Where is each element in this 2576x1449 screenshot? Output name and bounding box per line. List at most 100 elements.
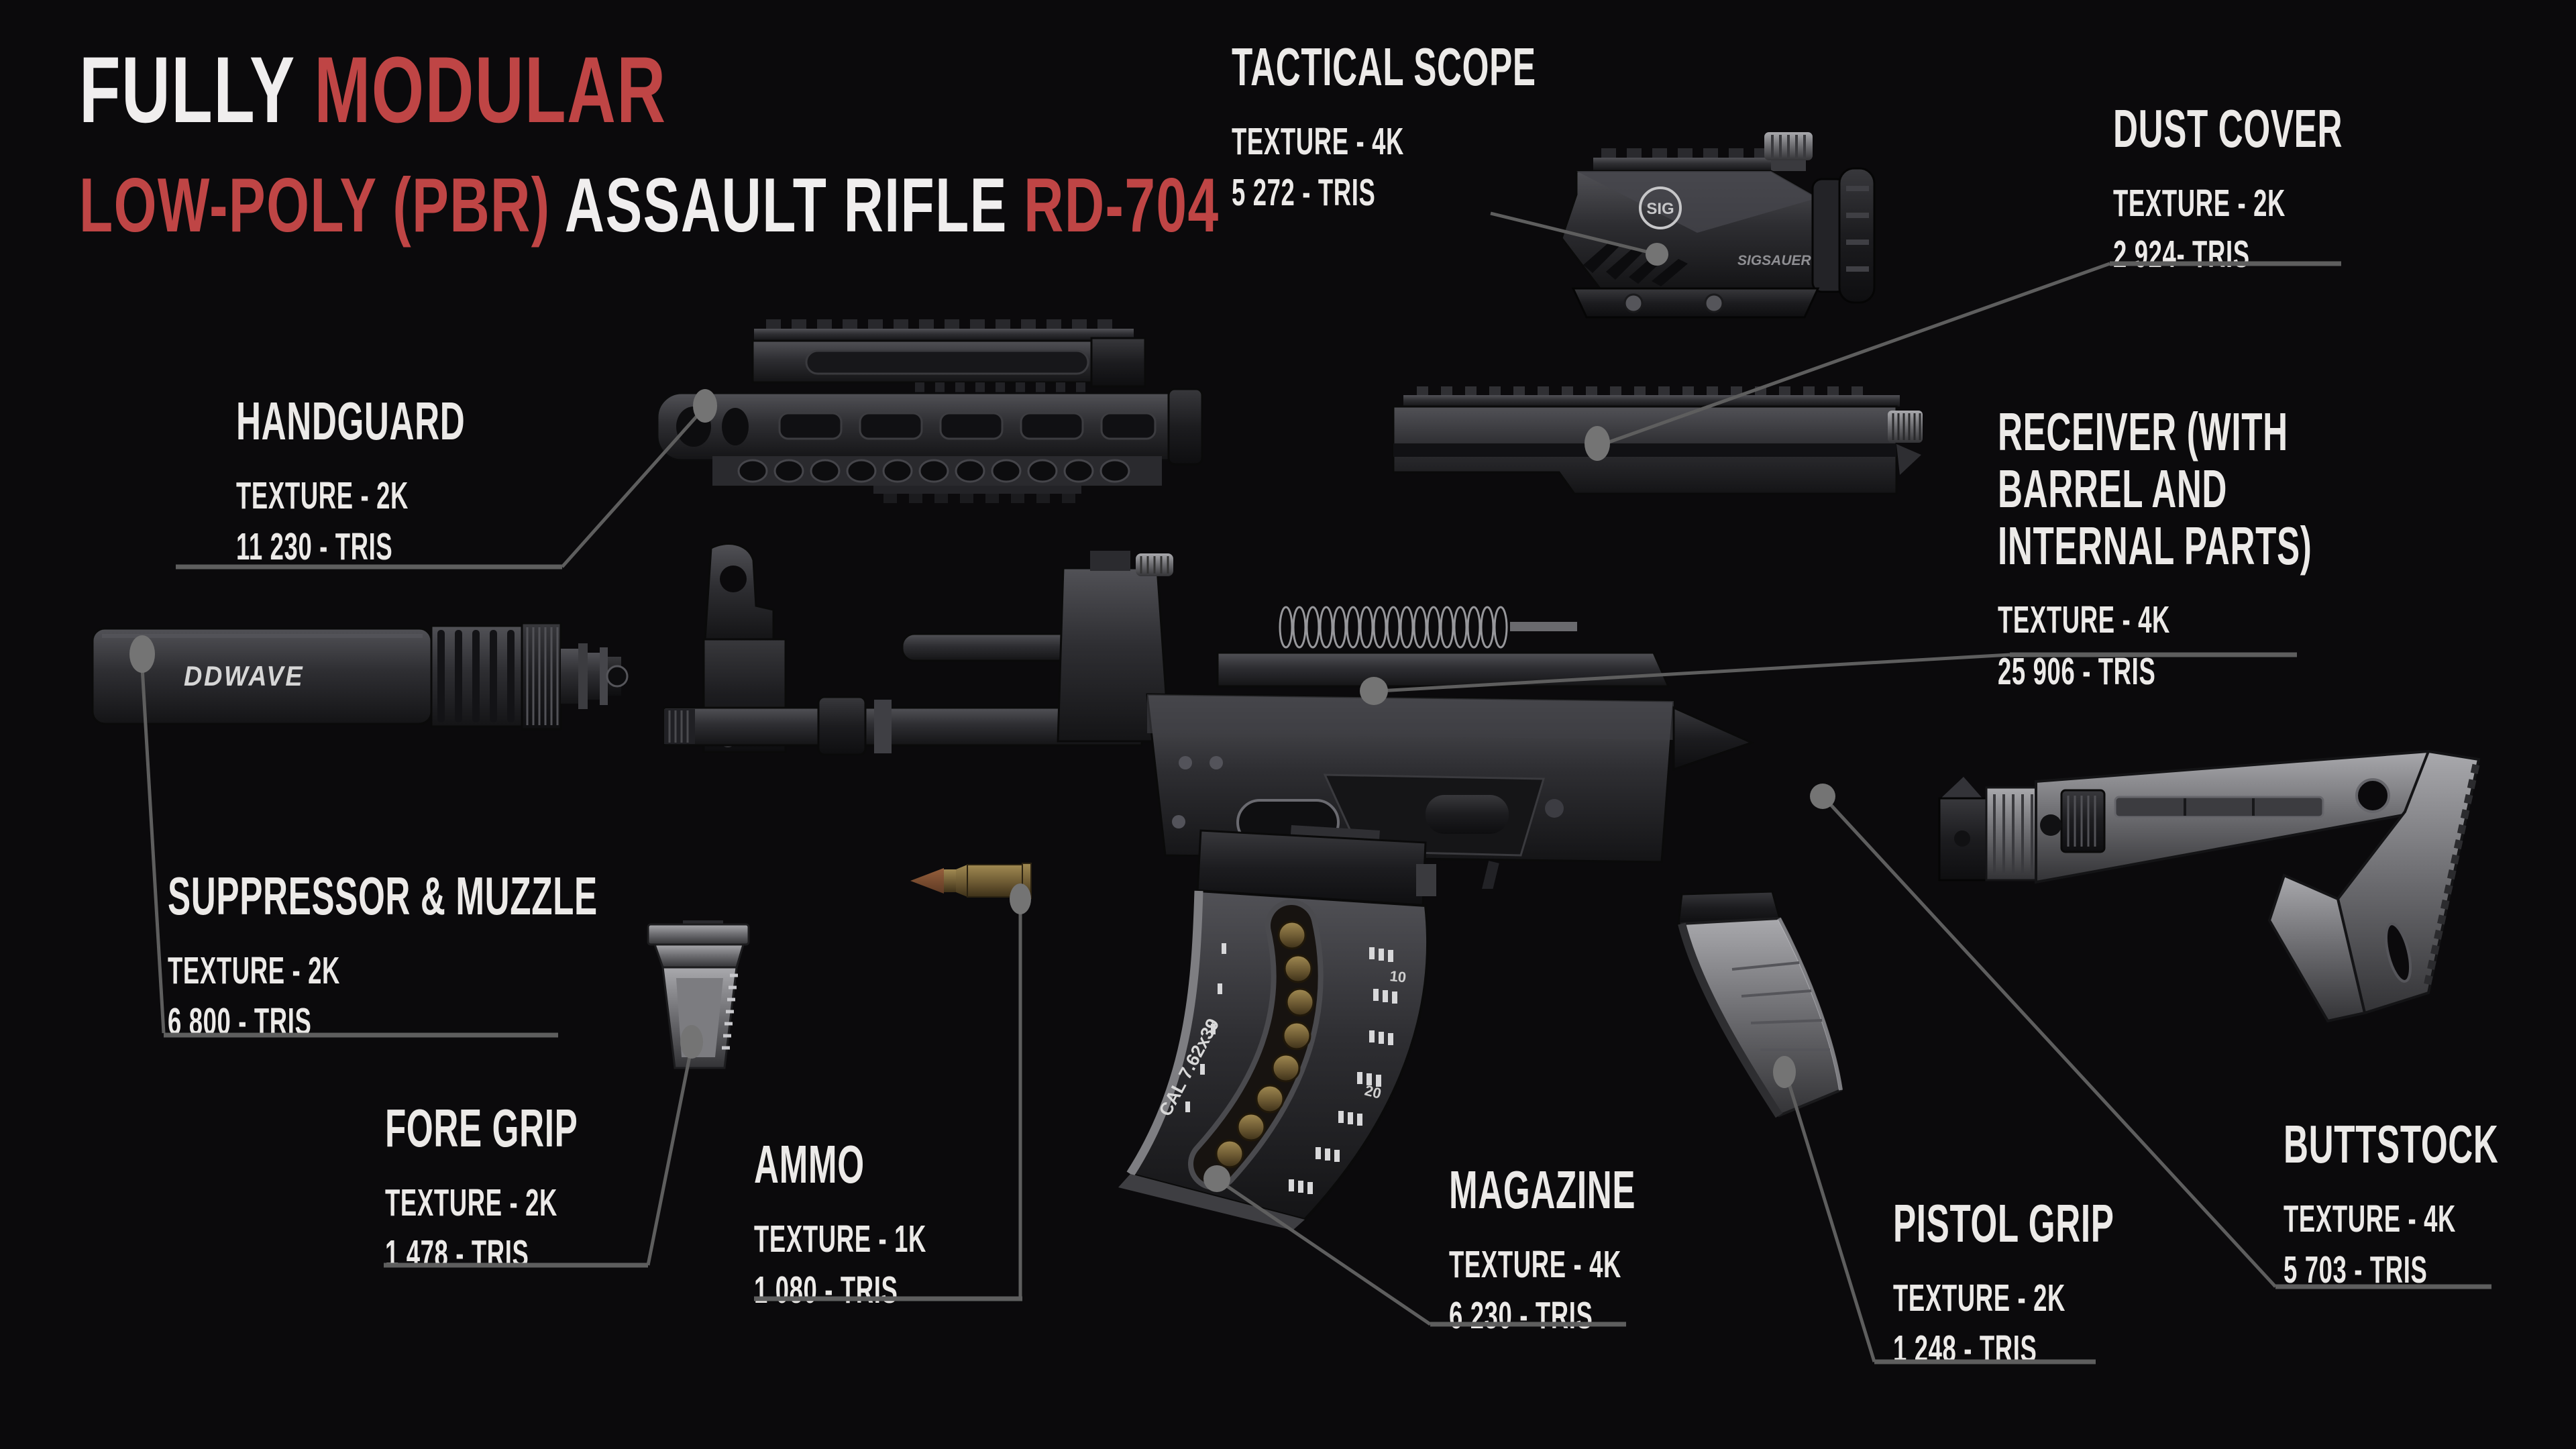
title-line-1: FULLY MODULAR xyxy=(79,40,1220,139)
leader-dot-pistol-grip xyxy=(1773,1056,1796,1088)
leader-dot-suppressor xyxy=(129,635,155,673)
part-illustration-ammo xyxy=(910,863,1032,899)
leader-dot-tactical-scope xyxy=(1646,243,1668,266)
title-seg: ASSAULT RIFLE xyxy=(564,163,1024,248)
part-illustration-magazine: CAL 7.62x39 10 20 xyxy=(1118,825,1436,1230)
scope-adjust-knob xyxy=(1764,132,1813,171)
part-name: RECEIVER (WITH BARREL AND INTERNAL PARTS… xyxy=(1998,402,2312,576)
part-illustration-buttstock xyxy=(1938,749,2481,1023)
pistol-grip-texture xyxy=(1731,961,1830,1051)
title-line-2: LOW-POLY (PBR) ASSAULT RIFLE RD-704 xyxy=(79,166,1220,246)
suppressor-knurl-ring xyxy=(521,622,562,731)
suppressor-flutes xyxy=(430,625,523,728)
dust-cover-rail xyxy=(1403,386,1900,407)
buttstock-pin xyxy=(2040,814,2061,836)
label-magazine: MAGAZINE TEXTURE - 4K 6 230 - TRIS xyxy=(1449,1160,1636,1342)
leader-dot-fore-grip xyxy=(680,1025,703,1059)
leader-line-receiver xyxy=(1379,653,2010,693)
part-texture: TEXTURE - 1K xyxy=(754,1217,926,1260)
leader-dot-buttstock xyxy=(1810,784,1835,809)
receiver-rear-sight-block xyxy=(1057,551,1173,743)
leader-dot-dust-cover xyxy=(1585,426,1610,461)
buttstock-hinge xyxy=(1938,777,1988,881)
leader-dot-receiver xyxy=(1360,677,1388,705)
part-tris: 1 478 - TRIS xyxy=(385,1232,529,1276)
buttstock-sling-slot xyxy=(2384,922,2412,983)
magazine-witness-slots xyxy=(1185,943,1397,1194)
receiver-top-cover-rail xyxy=(1216,651,1670,688)
part-name: DUST COVER xyxy=(2113,99,2343,158)
part-texture: TEXTURE - 2K xyxy=(1893,1276,2065,1320)
muzzle-device xyxy=(561,643,629,709)
leader-line-tactical-scope xyxy=(1490,211,1652,255)
label-ammo: AMMO TEXTURE - 1K 1 080 - TRIS xyxy=(754,1136,926,1316)
leader-line-pistol-grip xyxy=(1785,1077,1876,1362)
scope-mount-base xyxy=(1571,287,1820,319)
part-name: MAGAZINE xyxy=(1449,1160,1636,1220)
buttstock-rail-slot xyxy=(2114,796,2324,818)
part-name: HANDGUARD xyxy=(236,391,466,451)
leader-dot-magazine xyxy=(1203,1165,1230,1192)
suppressor-brand-text: DDWAVE xyxy=(184,661,304,692)
label-fore-grip: FORE GRIP TEXTURE - 2K 1 478 - TRIS xyxy=(385,1099,578,1280)
pistol-grip-back-highlight xyxy=(1777,917,1843,1091)
svg-text:SIG: SIG xyxy=(1646,200,1674,218)
part-name: BUTTSTOCK xyxy=(2284,1114,2499,1174)
pistol-grip-front-strap xyxy=(1678,922,1783,1118)
leader-line-handguard xyxy=(561,408,704,568)
title-seg: FULLY xyxy=(79,37,315,142)
part-texture: TEXTURE - 2K xyxy=(168,949,340,992)
label-suppressor-muzzle: SUPPRESSOR & MUZZLE TEXTURE - 2K 6 800 -… xyxy=(168,866,598,1048)
bullet-shoulder xyxy=(956,865,967,897)
label-dust-cover: DUST COVER TEXTURE - 2K 2 924- TRIS xyxy=(2113,99,2343,280)
buttstock-serrated-edge xyxy=(2422,763,2480,990)
part-texture: TEXTURE - 4K xyxy=(2284,1197,2456,1240)
part-name: PISTOL GRIP xyxy=(1893,1193,2114,1253)
suppressor-highlight xyxy=(102,634,423,638)
bullet-tip xyxy=(910,868,944,894)
scope-brand-text: SIGSAUER xyxy=(1737,253,1812,268)
receiver-recoil-spring xyxy=(1279,606,1577,649)
handguard-top-rail xyxy=(751,319,1146,397)
bullet-neck xyxy=(944,869,956,892)
part-illustration-handguard xyxy=(656,319,1203,503)
part-texture: TEXTURE - 2K xyxy=(2113,181,2286,225)
dust-cover-knob xyxy=(1888,411,1923,475)
label-tactical-scope: TACTICAL SCOPE TEXTURE - 4K 5 272 - TRIS xyxy=(1232,38,1536,219)
part-illustration-dust-cover xyxy=(1392,386,1923,495)
part-tris: 2 924- TRIS xyxy=(2113,233,2250,276)
part-texture: TEXTURE - 4K xyxy=(1232,119,1404,163)
leader-line-dust-cover xyxy=(1603,262,2110,446)
magazine-front-rib xyxy=(1126,890,1203,1177)
part-texture: TEXTURE - 2K xyxy=(385,1181,557,1224)
part-name: AMMO xyxy=(754,1134,865,1194)
scope-rail xyxy=(1593,148,1781,171)
title-seg-accent: MODULAR xyxy=(314,37,667,142)
part-illustration-pistol-grip xyxy=(1677,890,1843,1118)
buttstock-brace xyxy=(2267,873,2367,1023)
buttstock-hole xyxy=(2355,778,2390,813)
leader-line-suppressor xyxy=(140,667,166,1034)
magazine-count-20: 20 xyxy=(1363,1082,1383,1102)
title-seg-accent: RD-704 xyxy=(1024,163,1220,248)
part-tris: 1 080 - TRIS xyxy=(754,1269,898,1312)
label-handguard: HANDGUARD TEXTURE - 2K 11 230 - TRIS xyxy=(236,391,466,573)
handguard-body xyxy=(656,388,1203,466)
page-title: FULLY MODULAR LOW-POLY (PBR) ASSAULT RIF… xyxy=(79,40,1220,246)
part-tris: 6 230 - TRIS xyxy=(1449,1294,1593,1338)
buttstock-latch xyxy=(1985,786,2041,881)
part-texture: TEXTURE - 2K xyxy=(236,474,409,517)
leader-line-buttstock xyxy=(1825,798,2277,1288)
part-illustration-suppressor: DDWAVE xyxy=(91,622,629,731)
magazine-baseplate xyxy=(1118,1174,1305,1230)
magazine-count-10: 10 xyxy=(1389,967,1407,985)
magazine-feed-tower xyxy=(1196,825,1436,908)
part-name: SUPPRESSOR & MUZZLE xyxy=(168,866,598,926)
dust-cover-groove xyxy=(1393,443,1896,457)
scope-body-facet xyxy=(1576,171,1818,233)
scope-logo: SIG xyxy=(1639,186,1682,229)
scope-eyepiece xyxy=(1811,167,1876,304)
part-tris: 11 230 - TRIS xyxy=(236,525,393,569)
part-illustration-receiver xyxy=(663,543,1755,889)
